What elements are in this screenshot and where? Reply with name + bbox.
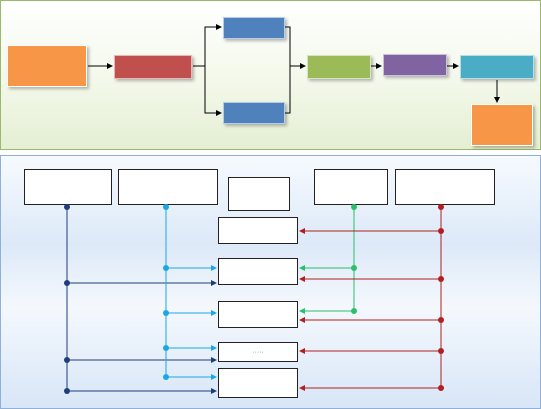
light-blue-node	[163, 345, 169, 351]
navy-node	[64, 357, 70, 363]
target-box-5	[218, 368, 298, 398]
crimson-node	[438, 317, 444, 323]
navy-node	[64, 388, 70, 394]
target-box-4: ·····	[218, 342, 298, 362]
connector-blue-upper-merge	[285, 26, 291, 66]
light-blue-node	[163, 265, 169, 271]
light-blue-node	[163, 204, 169, 210]
target-box-1	[218, 217, 298, 244]
header-box-3	[228, 177, 290, 211]
arrow-branch-to-blue-lower	[204, 66, 222, 116]
step-green	[307, 55, 371, 79]
connector-blue-lower-merge	[285, 66, 291, 114]
step-cyan	[460, 55, 534, 79]
light-blue-node	[163, 374, 169, 380]
step-red	[114, 55, 192, 79]
start-node	[7, 45, 87, 87]
header-box-2	[118, 169, 218, 205]
green-node	[351, 308, 357, 314]
target-box-4-label: ·····	[252, 348, 264, 356]
header-box-4	[314, 169, 388, 205]
crimson-node	[438, 276, 444, 282]
step-blue-lower	[223, 102, 285, 124]
end-node	[471, 104, 533, 146]
green-node	[351, 204, 357, 210]
green-node	[351, 265, 357, 271]
crimson-node	[438, 385, 444, 391]
crimson-node	[438, 348, 444, 354]
crimson-node	[438, 228, 444, 234]
target-box-2	[218, 258, 298, 285]
arrow-branch-to-blue-upper	[204, 24, 222, 66]
step-blue-upper	[223, 17, 285, 39]
light-blue-node	[163, 310, 169, 316]
navy-node	[64, 280, 70, 286]
crimson-node	[438, 204, 444, 210]
navy-node	[64, 204, 70, 210]
target-box-3	[218, 301, 298, 328]
step-purple	[383, 54, 447, 76]
header-box-5	[395, 169, 495, 205]
